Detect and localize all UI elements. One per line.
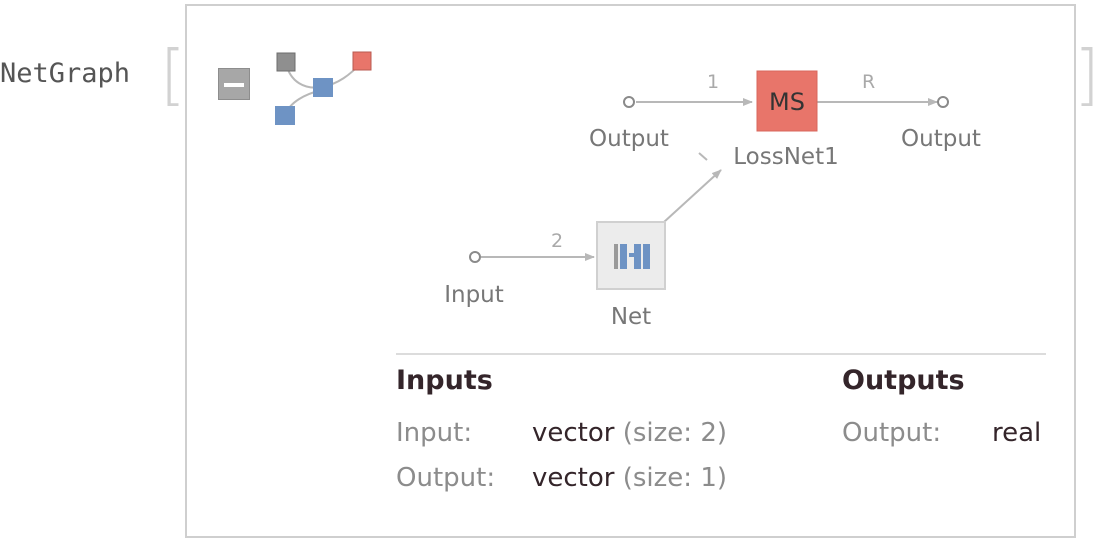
loss-node-symbol: MS xyxy=(769,88,805,116)
net-node[interactable] xyxy=(596,221,666,290)
loss-node-label: LossNet1 xyxy=(733,144,838,170)
output-port-out-label: Output xyxy=(901,126,981,152)
thumbnail-gray-node xyxy=(276,52,296,72)
output-row-type-value: vector xyxy=(532,463,615,493)
input-row-type-value: vector xyxy=(532,418,615,448)
inputs-heading: Inputs xyxy=(396,365,493,396)
edge-net-to-loss xyxy=(663,169,722,223)
output-port-out xyxy=(937,96,949,108)
input-row-type: vector (size: 2) xyxy=(532,418,727,448)
output-row-size: (size: 1) xyxy=(622,463,728,493)
loss-node[interactable]: MS xyxy=(756,70,818,132)
graph-thumbnail-icon[interactable] xyxy=(275,51,372,125)
thumbnail-red-node xyxy=(352,51,372,71)
edge-tick xyxy=(698,152,708,161)
output-row-name: Output: xyxy=(396,463,496,493)
minus-square-icon[interactable] xyxy=(218,68,250,100)
thumbnail-blue-node-2 xyxy=(275,106,295,125)
summary-divider xyxy=(396,353,1046,355)
head-label: NetGraph xyxy=(0,58,131,89)
thumbnail-blue-node xyxy=(313,78,333,97)
output-port-in-label: Output xyxy=(589,126,669,152)
outputs-heading: Outputs xyxy=(842,365,965,396)
graph-output-type: real xyxy=(992,418,1042,448)
bracket-open: [ xyxy=(160,36,186,113)
layer-stack-icon xyxy=(614,244,650,269)
input-port xyxy=(469,251,481,263)
netgraph-panel xyxy=(185,4,1076,538)
input-row-size: (size: 2) xyxy=(622,418,728,448)
graph-output-name: Output: xyxy=(842,418,942,448)
input-row-name: Input: xyxy=(396,418,473,448)
input-port-label: Input xyxy=(444,282,504,308)
bracket-close: ] xyxy=(1074,36,1100,113)
edge-label-1: 1 xyxy=(707,71,719,93)
net-node-label: Net xyxy=(611,304,651,330)
edge-label-2: 2 xyxy=(551,230,563,252)
output-row-type: vector (size: 1) xyxy=(532,463,727,493)
output-port-in xyxy=(623,96,635,108)
edge-label-r: R xyxy=(862,71,875,93)
